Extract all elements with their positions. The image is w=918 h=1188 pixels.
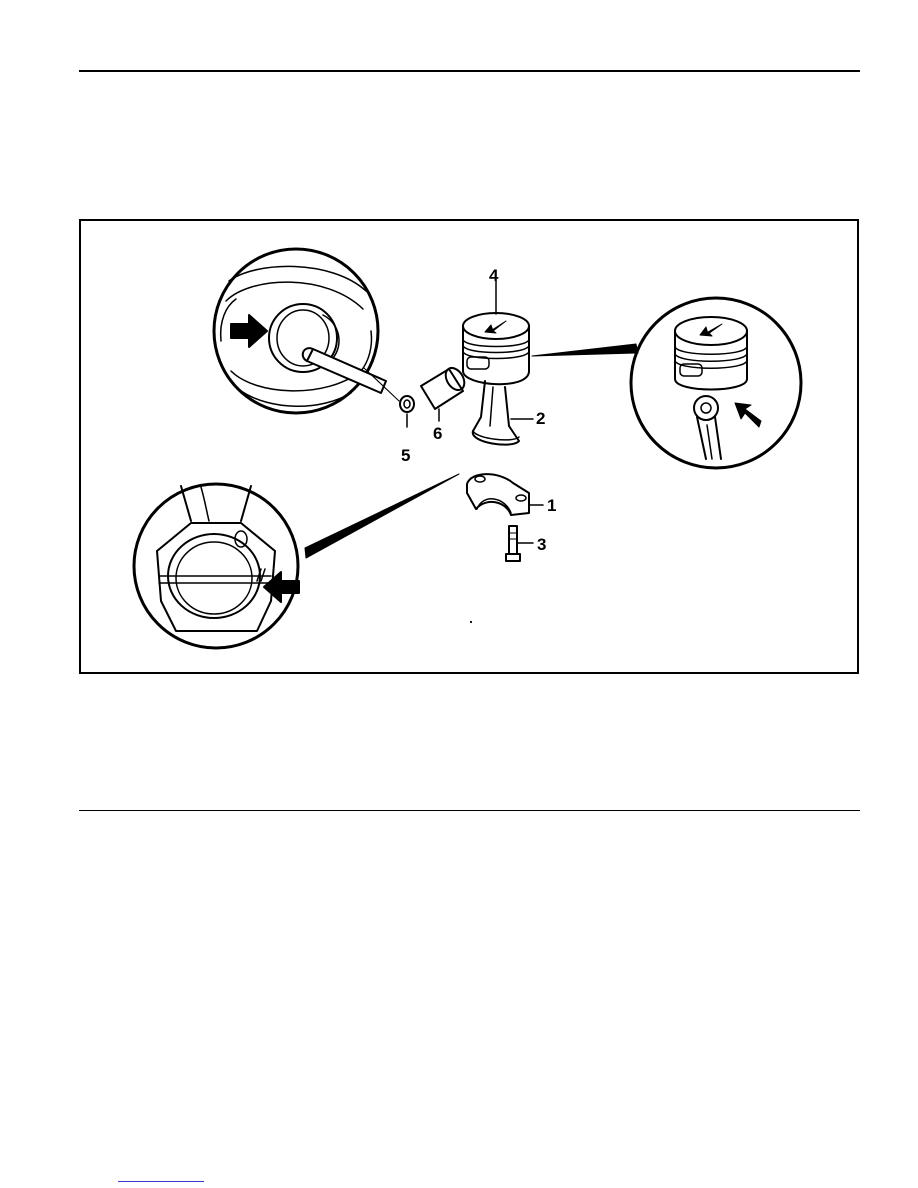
circlip-part: [399, 395, 415, 428]
callout-2: 2: [536, 409, 545, 428]
detail-circlip-removal: [212, 247, 387, 415]
connecting-rod-part: [471, 380, 534, 446]
callout-4: 4: [489, 266, 499, 285]
piston-connecting-rod-diagram: 4 2 6 5 1 3: [132, 247, 803, 650]
piston-part: [462, 280, 530, 386]
callout-1: 1: [547, 496, 556, 515]
section-divider: [79, 810, 860, 811]
callout-6: 6: [433, 424, 442, 443]
callout-3: 3: [537, 535, 546, 554]
piston-pin-part: [420, 366, 466, 422]
detail-cap-alignment-marks: [132, 482, 300, 650]
footer-link-underline[interactable]: [118, 1181, 204, 1182]
header-rule: [79, 70, 860, 72]
callout-5: 5: [401, 446, 410, 465]
detail-piston-orientation: [629, 296, 803, 470]
cap-bolt-part: [505, 525, 534, 562]
rod-cap-part: [466, 473, 544, 516]
figure-frame: 4 2 6 5 1 3: [79, 219, 859, 674]
